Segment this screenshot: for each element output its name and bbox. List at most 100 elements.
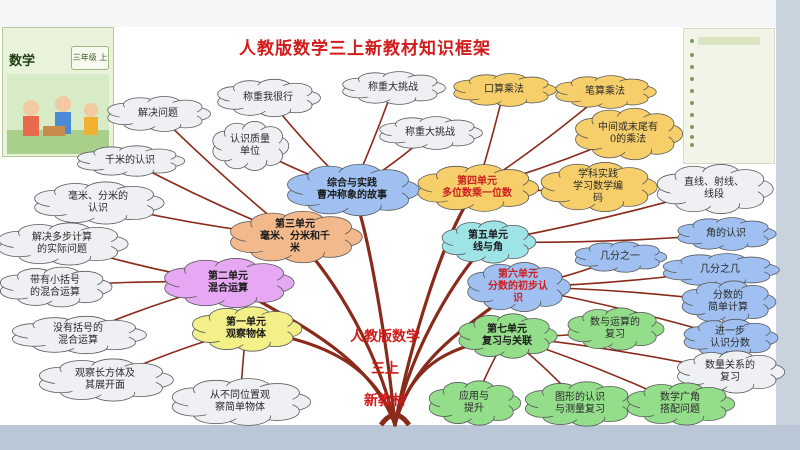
node-unit2-b: 带有小括号 的混合运算	[30, 275, 80, 298]
cloud-body	[118, 101, 198, 127]
cloud-unit3-c	[34, 181, 165, 225]
cloud-body	[244, 218, 346, 256]
cloud-body	[469, 320, 545, 352]
cloud-unit7	[458, 313, 558, 359]
cloud-body	[537, 388, 623, 420]
cloud-unit6-b	[662, 253, 780, 287]
cloud-body	[88, 150, 172, 172]
cloud-practice-d	[379, 116, 483, 150]
trunk-root	[378, 412, 412, 427]
cloud-body	[301, 171, 403, 209]
cloud-body	[553, 169, 643, 205]
cloud-body	[186, 385, 294, 419]
cloud-unit4-a	[453, 73, 557, 107]
node-unit7-b: 数量关系的 复习	[705, 360, 755, 383]
outline-bullet-icon	[690, 143, 694, 147]
cloud-unit5-b	[677, 217, 777, 251]
outline-bullet-icon	[690, 125, 694, 129]
node-practice: 综合与实践 曹冲称象的故事	[317, 178, 387, 201]
node-unit4-a: 口算乘法	[484, 84, 524, 95]
outline-bullet-icon	[690, 113, 694, 117]
cloud-practice-c	[212, 121, 290, 171]
cloud-unit7-d	[524, 381, 638, 427]
cloud-body	[578, 314, 652, 344]
cloud-practice	[287, 163, 420, 217]
cloud-body	[451, 227, 525, 257]
cloud-body	[464, 78, 544, 102]
cloud-practice-b	[342, 71, 446, 105]
node-unit4-b: 笔算乘法	[585, 86, 625, 97]
node-unit7: 第七单元 复习与关联	[482, 324, 532, 347]
node-unit5-b: 角的认识	[706, 228, 746, 239]
node-unit4: 第四单元 多位数乘一位数	[442, 176, 512, 199]
cloud-unit2-c	[12, 315, 147, 355]
node-unit3: 第三单元 毫米、分米和千 米	[260, 219, 330, 254]
node-unit3-c: 毫米、分米的 认识	[68, 191, 128, 214]
node-unit6-a: 几分之一	[600, 251, 640, 262]
outline-item[interactable]	[698, 37, 760, 45]
node-unit7-c: 应用与 提升	[459, 391, 489, 414]
node-unit5: 第五单元 线与角	[468, 230, 508, 253]
cloud-body	[12, 229, 112, 259]
cloud-unit2-b	[0, 266, 113, 308]
cloud-body	[220, 128, 280, 164]
cloud-unit4	[417, 164, 539, 212]
cloud-body	[53, 365, 157, 395]
node-practice-b: 称重大挑战	[368, 82, 418, 93]
center-topic-line: 新教材	[364, 393, 406, 409]
node-unit6-b: 几分之几	[700, 264, 740, 275]
cloud-unit7-b	[677, 350, 786, 394]
node-unit6-c: 分数的 简单计算	[708, 290, 748, 313]
cloud-unit1	[192, 306, 303, 352]
cloud-body	[228, 84, 308, 112]
cloud-body	[584, 246, 656, 268]
page-title: 人教版数学三上新教材知识框架	[239, 39, 491, 59]
cloud-unit6-c	[681, 280, 777, 324]
node-unit2: 第二单元 混合运算	[208, 271, 248, 294]
node-unit4-c: 中间或末尾有 0的乘法	[598, 122, 658, 145]
cloud-unit4-c	[575, 107, 684, 161]
node-unit7-e: 数学广角 搭配问题	[660, 392, 700, 415]
cloud-body	[566, 80, 644, 104]
outline-bullet-icon	[690, 89, 694, 93]
cloud-body	[675, 258, 765, 282]
cloud-unit2-a	[0, 222, 129, 266]
node-unit6: 第六单元 分数的初步认 识	[488, 269, 548, 304]
center-topic-line: 三上	[371, 361, 399, 377]
cloud-body	[638, 389, 722, 419]
cloud-unit3	[230, 210, 363, 264]
node-unit3-a: 解决问题	[138, 108, 178, 119]
cloud-body	[430, 171, 524, 205]
node-unit7-a: 数与运算的 复习	[590, 317, 640, 340]
cloud-unit5	[441, 220, 537, 264]
cloud-unit7-e	[627, 382, 736, 426]
bottom-strip	[0, 425, 800, 450]
cloud-body	[586, 115, 670, 153]
center-topic-line: 人教版数学	[350, 329, 420, 345]
cloud-unit4-b	[555, 75, 657, 109]
cloud-unit4-d	[540, 162, 658, 212]
cloud-body	[691, 287, 765, 317]
node-unit1-a: 观察长方体及 其展开面	[75, 368, 135, 391]
outline-bullet-icon	[690, 135, 694, 139]
cloud-unit5-a	[656, 164, 774, 214]
cloud-body	[178, 265, 278, 301]
cloud-body	[353, 76, 433, 100]
cloud-unit7-c	[428, 380, 522, 426]
cloud-practice-a	[217, 78, 321, 118]
cloud-unit3-b	[77, 145, 186, 177]
node-practice-d: 称重大挑战	[405, 127, 455, 138]
node-practice-c: 认识质量 单位	[230, 134, 270, 157]
outline-bullet-icon	[690, 39, 694, 43]
node-practice-a: 称重我很行	[243, 92, 293, 103]
cloud-body	[48, 188, 148, 218]
cloud-unit7-a	[567, 307, 665, 351]
outline-panel[interactable]	[683, 28, 775, 164]
cover-illustration	[7, 74, 109, 154]
node-unit4-d: 学科实践 学习数学编 码	[573, 169, 623, 204]
node-unit6-d: 进一步 认识分数	[710, 326, 750, 349]
outline-bullet-icon	[690, 53, 694, 57]
node-unit1-b: 从不同位置观 察简单物体	[210, 390, 270, 413]
